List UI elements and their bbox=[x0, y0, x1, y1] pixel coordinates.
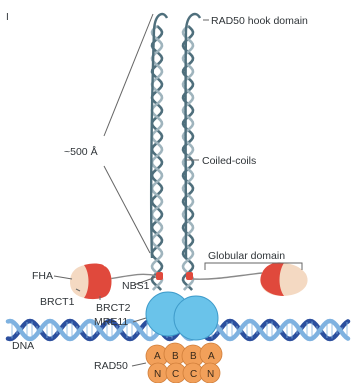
corner-mark: I bbox=[6, 12, 9, 23]
nbs1-right bbox=[193, 262, 308, 296]
label-length: ~500 Å bbox=[64, 145, 98, 158]
fha-leader bbox=[54, 276, 72, 279]
mre11-leader bbox=[133, 318, 146, 322]
label-brct1: BRCT1 bbox=[40, 296, 75, 308]
rad50-letter-c1: C bbox=[172, 369, 179, 380]
label-brct2: BRCT2 bbox=[96, 302, 131, 314]
nbs1-linker-right bbox=[193, 273, 262, 279]
rad50-letter-n2: N bbox=[207, 369, 214, 380]
mre11-right bbox=[174, 296, 218, 340]
rad50-letter-b1: B bbox=[172, 351, 179, 362]
rad50-letter-n1: N bbox=[154, 369, 161, 380]
nbs1-tag-right bbox=[186, 272, 193, 280]
label-nbs1: NBS1 bbox=[122, 280, 150, 292]
nbs1-linker-left bbox=[108, 274, 158, 279]
rad50-heads: A B B A N C C N bbox=[146, 343, 222, 383]
rad50-letter-b2: B bbox=[190, 351, 197, 362]
label-mre11: MRE11 bbox=[94, 316, 128, 328]
rad50-letter-a2: A bbox=[208, 351, 215, 362]
label-dna: DNA bbox=[12, 340, 34, 352]
rad50-leader bbox=[132, 363, 146, 366]
rad50-letter-c2: C bbox=[190, 369, 197, 380]
label-fha: FHA bbox=[32, 270, 53, 282]
label-hook-domain: RAD50 hook domain bbox=[211, 15, 308, 27]
length-bracket-lower bbox=[104, 166, 150, 253]
rad50-letter-a1: A bbox=[154, 351, 161, 362]
nbs1-tag-left bbox=[156, 272, 163, 280]
label-globular-domain: Globular domain bbox=[208, 250, 285, 262]
length-bracket-upper bbox=[104, 14, 153, 136]
label-coiled-coils: Coiled-coils bbox=[202, 155, 256, 167]
label-rad50: RAD50 bbox=[94, 360, 128, 372]
